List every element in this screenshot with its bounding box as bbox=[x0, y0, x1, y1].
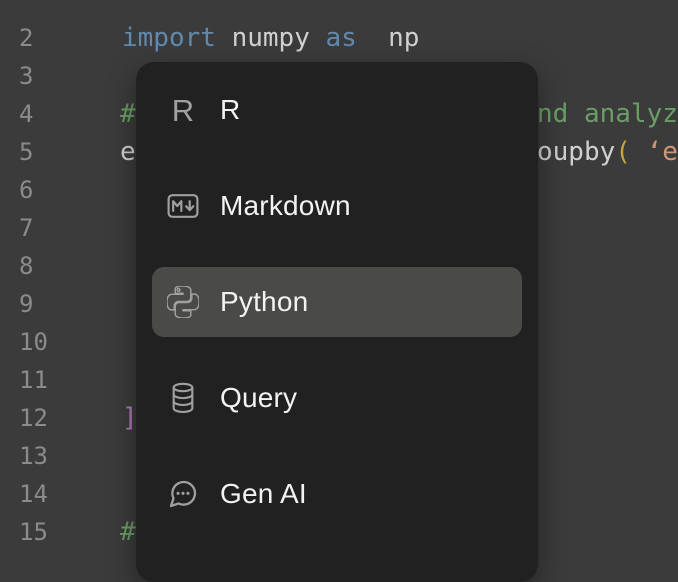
line-number: 13 bbox=[19, 442, 48, 470]
menu-item-query[interactable]: Query bbox=[136, 350, 538, 446]
line-number: 10 bbox=[19, 328, 48, 356]
closing-bracket: ] bbox=[122, 403, 138, 433]
line-number: 8 bbox=[19, 252, 34, 280]
groupby-name: oupby bbox=[537, 137, 616, 167]
selected-highlight: Python bbox=[152, 267, 522, 337]
code-line-import: import numpy as np bbox=[122, 19, 419, 57]
line-number: 15 bbox=[19, 518, 48, 546]
code-fragment-groupby: oupby( ‘ex bbox=[537, 133, 678, 171]
database-icon bbox=[166, 381, 200, 415]
code-editor[interactable]: 2 3 4 5 6 7 8 9 10 11 12 13 14 15 import… bbox=[0, 0, 678, 566]
menu-item-gen-ai[interactable]: Gen AI bbox=[136, 446, 538, 542]
line-number: 9 bbox=[19, 290, 34, 318]
cell-type-menu: R R Markdown Pyt bbox=[136, 62, 538, 582]
menu-item-markdown[interactable]: Markdown bbox=[136, 158, 538, 254]
menu-item-label: Markdown bbox=[220, 190, 351, 221]
string-literal: ‘ex bbox=[646, 137, 678, 167]
menu-item-label: R bbox=[220, 94, 241, 125]
line-number-gutter: 2 3 4 5 6 7 8 9 10 11 12 13 14 15 bbox=[19, 19, 48, 551]
line-number: 14 bbox=[19, 480, 48, 508]
comment-hash-left: # bbox=[120, 99, 136, 129]
menu-item-label: Python bbox=[220, 286, 309, 317]
python-icon bbox=[166, 285, 200, 319]
menu-item-label: Gen AI bbox=[220, 478, 307, 509]
markdown-icon bbox=[166, 189, 200, 223]
keyword-import: import bbox=[122, 23, 216, 53]
open-paren: ( bbox=[615, 137, 631, 167]
line-number: 12 bbox=[19, 404, 48, 432]
comment-hash-bottom: # bbox=[120, 517, 136, 547]
line-number: 2 bbox=[19, 24, 34, 52]
line-number: 5 bbox=[19, 138, 34, 166]
line-number: 4 bbox=[19, 100, 34, 128]
r-language-icon: R bbox=[171, 92, 195, 128]
menu-item-python[interactable]: Python bbox=[136, 254, 538, 350]
line-number: 7 bbox=[19, 214, 34, 242]
line-number: 3 bbox=[19, 62, 34, 90]
module-name: numpy bbox=[215, 23, 326, 53]
line-number: 6 bbox=[19, 176, 34, 204]
line-number: 11 bbox=[19, 366, 48, 394]
comment-fragment-right: nd analyze bbox=[537, 99, 678, 129]
menu-item-r[interactable]: R R bbox=[136, 62, 538, 158]
chat-bubble-icon bbox=[166, 477, 200, 511]
menu-item-label: Query bbox=[220, 382, 298, 413]
keyword-as: as bbox=[325, 23, 357, 53]
alias-name: np bbox=[356, 23, 420, 53]
